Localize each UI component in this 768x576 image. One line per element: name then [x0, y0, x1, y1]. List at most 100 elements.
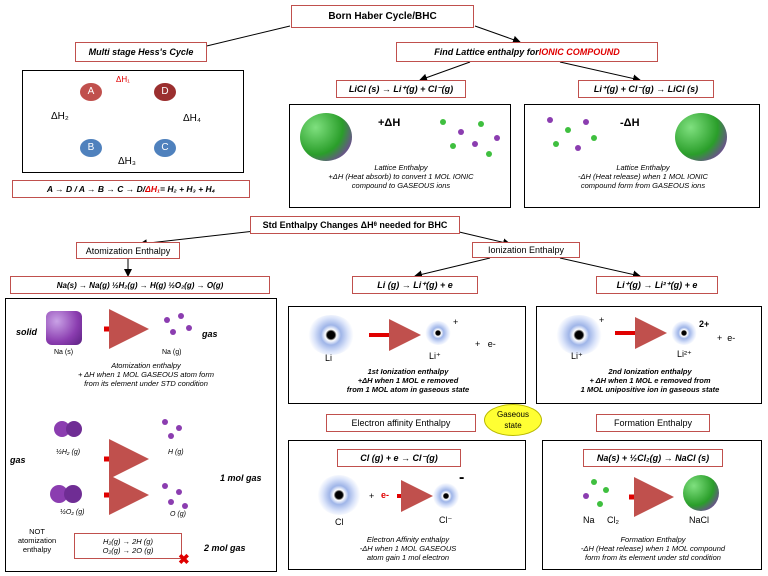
ionization-header: Ionization Enthalpy [472, 242, 580, 258]
two-plus-label: 2+ [699, 319, 710, 329]
o-gas-dot [176, 489, 182, 495]
lattice-left-arrow-label: +ΔH [378, 117, 401, 129]
lattice-left-panel: +ΔH Lattice Enthalpy+ΔH (Heat absorb) to… [289, 104, 511, 208]
node-d: D [154, 83, 176, 101]
cl2-label: Cl₂ [607, 515, 619, 525]
cl-dot [603, 487, 609, 493]
cl-dot [591, 479, 597, 485]
plus-sign: + [369, 491, 375, 501]
ionization-eq-right: Li⁺(g) → Li²⁺(g) + e [596, 276, 718, 294]
ionization-eq-left: Li (g) → Li⁺(g) + e [352, 276, 478, 294]
page-title: Born Haber Cycle/BHC [291, 5, 474, 28]
o-label: O (g) [170, 511, 186, 518]
ion-dot [440, 119, 446, 125]
ion-dot [494, 135, 500, 141]
na-gas-dot [178, 313, 184, 319]
li-plus-label: Li⁺ [571, 351, 583, 361]
lattice-right-panel: -ΔH Lattice Enthalpy-ΔH (Heat release) w… [524, 104, 760, 208]
h-gas-dot [168, 433, 174, 439]
dh1-label: ΔH₁ [116, 75, 130, 84]
electron-affinity-caption: Electron Affinity enthalpy-ΔH when 1 MOL… [359, 535, 457, 562]
lattice-header: Find Lattice enthalpy for IONIC COMPOUND [396, 42, 658, 62]
cross-icon: ✖ [178, 551, 190, 567]
ion-dot [553, 141, 559, 147]
ionization-right-caption: 2nd Ionization enthalpy+ ΔH when 1 MOL e… [580, 367, 720, 394]
one-mol-label: 1 mol gas [220, 473, 262, 483]
electron-affinity-header: Electron affinity Enthalpy [326, 414, 476, 432]
ion-dot [458, 129, 464, 135]
gas-label: gas [202, 329, 218, 339]
ion-dot [565, 127, 571, 133]
nacl-label: NaCl [689, 515, 710, 525]
ion-dot [583, 119, 589, 125]
solid-label: solid [16, 327, 38, 337]
cl-dot [597, 501, 603, 507]
lattice-left-caption: Lattice Enthalpy+ΔH (Heat absorb) to con… [328, 163, 474, 190]
electron-label: e- [381, 490, 390, 500]
o-gas-dot [168, 499, 174, 505]
o2-molecule-icon [50, 485, 68, 503]
o-gas-dot [182, 503, 188, 509]
ion-dot [472, 141, 478, 147]
h-gas-dot [176, 425, 182, 431]
atomization-caption: Atomization enthalpy+ ΔH when 1 MOL GASE… [77, 361, 215, 388]
ion-dot [591, 135, 597, 141]
ion-dot [486, 151, 492, 157]
node-a: A [80, 83, 102, 101]
formation-arrow [629, 477, 674, 517]
cl-minus-label: Cl⁻ [439, 515, 453, 525]
h-label: H (g) [168, 449, 184, 456]
node-c: C [154, 139, 176, 157]
two-mol-label: 2 mol gas [204, 543, 246, 553]
minus-sign: - [459, 469, 465, 486]
hess-formula: A → D / A → B → C → D/ ΔH₁ = H₂ + H₃ + H… [12, 180, 250, 198]
dh4-label: ΔH₄ [183, 113, 201, 124]
formation-panel: Na(s) + ½Cl₂(g) → NaCl (s) Na Cl₂ NaCl F… [542, 440, 762, 570]
licl-crystal-icon [675, 113, 727, 161]
ionization-left-caption: 1st Ionization enthalpy+ΔH when 1 MOL e … [346, 367, 470, 394]
ionization-left-arrow [369, 319, 421, 351]
lattice-right-arrow-label: -ΔH [620, 117, 640, 129]
na-label: Na [583, 515, 595, 525]
li-atom-cloud [307, 315, 355, 355]
o2-molecule-icon [64, 485, 82, 503]
li-ion-cloud [555, 315, 603, 355]
plus-e-label: + e- [475, 339, 496, 349]
cl-ion-cloud [433, 483, 459, 509]
hess-cycle-header: Multi stage Hess's Cycle [75, 42, 207, 62]
li-ion-cloud [425, 321, 451, 345]
na-gas-dot [164, 317, 170, 323]
na-gas-dot [170, 329, 176, 335]
sodium-solid-icon [46, 311, 82, 345]
ionization-right-arrow [615, 317, 667, 349]
h2-molecule-icon [66, 421, 82, 437]
electron-affinity-arrow [397, 480, 433, 512]
not-atomization-box: H₂(g) → 2H (g)O₂(g) → 2O (g) [74, 533, 182, 559]
formation-header: Formation Enthalpy [596, 414, 710, 432]
lattice-right-caption: Lattice Enthalpy-ΔH (Heat release) when … [578, 163, 708, 190]
lattice-eq-right: Li⁺(g) + Cl⁻(g) → LiCl (s) [578, 80, 714, 98]
gas-side-label: gas [10, 455, 26, 465]
node-b: B [80, 139, 102, 157]
li-plus-label: Li⁺ [429, 351, 441, 361]
cl-atom-cloud [317, 475, 361, 515]
atomization-red-arrows [104, 309, 149, 515]
li2-ion-cloud [671, 321, 697, 345]
plus-sign: + [453, 317, 459, 327]
o-gas-dot [162, 483, 168, 489]
formation-equation: Na(s) + ½Cl₂(g) → NaCl (s) [583, 449, 723, 467]
electron-affinity-panel: Cl (g) + e → Cl⁻(g) Cl + e- - Cl⁻ Electr… [288, 440, 526, 570]
ion-dot [478, 121, 484, 127]
h-gas-dot [162, 419, 168, 425]
atomization-equations: Na(s) → Na(g) ½H₂(g) → H(g) ½O₂(g) → O(g… [10, 276, 270, 294]
licl-crystal-icon [300, 113, 352, 161]
atomization-header: Atomization Enthalpy [76, 242, 180, 259]
lattice-eq-left: LiCl (s) → Li⁺(g) + Cl⁻(g) [336, 80, 466, 98]
na-gas-dot [186, 325, 192, 331]
atomization-panel: solid Na (s) gas Na (g) Atomization enth… [5, 298, 277, 572]
li2-label: Li²⁺ [677, 349, 692, 359]
ion-dot [450, 143, 456, 149]
na-dot [583, 493, 589, 499]
